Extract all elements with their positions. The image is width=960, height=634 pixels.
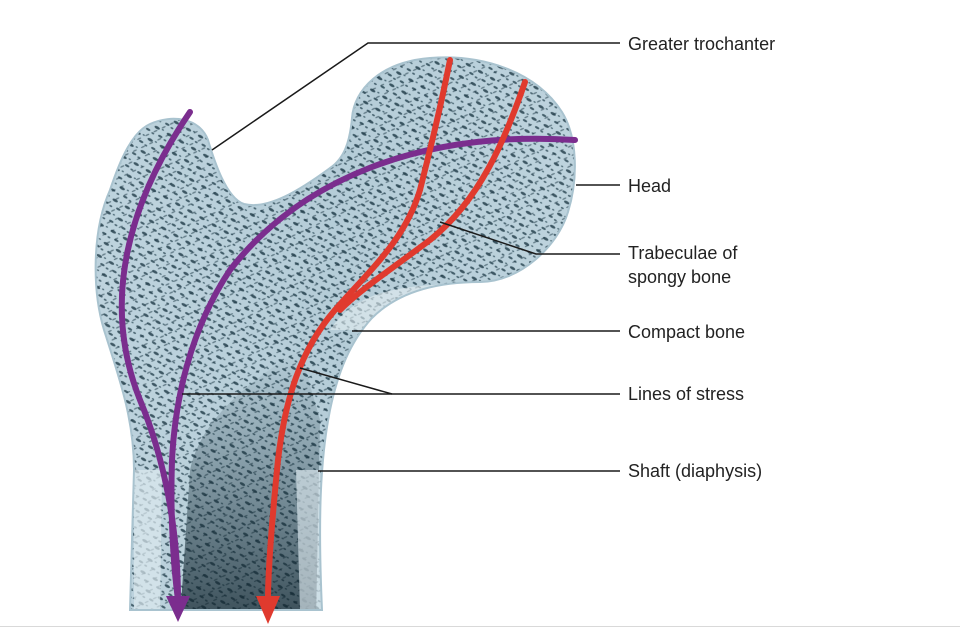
femur-bone <box>95 57 575 610</box>
label-compact-bone: Compact bone <box>628 322 746 342</box>
arrow-red <box>256 596 280 624</box>
leader-lines <box>182 42 620 472</box>
leader-greater-trochanter <box>211 42 620 151</box>
stress-line-red-1 <box>265 57 453 603</box>
label-trabeculae-line2: spongy bone <box>628 267 732 287</box>
label-trabeculae-line1: Trabeculae of <box>628 243 738 263</box>
label-head: Head <box>628 176 672 196</box>
leader-lines-of-stress-a <box>299 367 393 395</box>
stress-line-purple-arch <box>168 135 578 603</box>
bottom-divider <box>0 626 960 627</box>
label-greater-trochanter: Greater trochanter <box>628 34 776 54</box>
label-trabeculae: Trabeculae of spongy bone <box>628 241 737 289</box>
leader-trabeculae <box>439 221 620 255</box>
label-lines-of-stress: Lines of stress <box>628 384 745 404</box>
femur-outline <box>94 56 576 611</box>
arrow-purple-left <box>166 596 190 622</box>
label-shaft: Shaft (diaphysis) <box>628 461 763 481</box>
stress-line-red-2 <box>337 79 528 313</box>
